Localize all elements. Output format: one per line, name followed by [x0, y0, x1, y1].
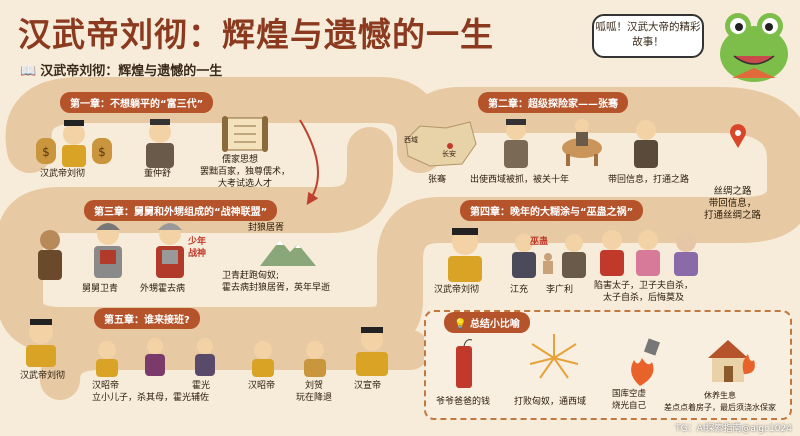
fireworks-icon	[529, 334, 579, 379]
lightbulb-icon: 💡	[454, 319, 467, 330]
emperor-with-moneybags-icon: $ $	[36, 120, 112, 167]
label-wudi-5: 汉武帝刘彻	[20, 371, 66, 381]
svg-text:$: $	[42, 145, 50, 159]
envoy-figure	[634, 120, 658, 168]
burning-house-icon	[708, 340, 755, 382]
dongzhongshu-figure	[146, 119, 174, 168]
map-changan-label: 长安	[442, 150, 456, 158]
chapter-5-tag: 第五章：谁来接班?	[94, 308, 200, 329]
label-fenglangjuxu: 封狼居胥	[248, 223, 285, 233]
prince-and-empress-figures	[600, 230, 698, 276]
dying-emperor-figure	[26, 319, 56, 367]
label-wudi-1: 汉武帝刘彻	[40, 169, 86, 179]
label-zhaodi-1-desc: 立小儿子，杀其母，霍光辅佐	[92, 393, 210, 403]
summary-title: 💡 总结小比喻	[444, 312, 530, 333]
label-liuhe: 刘贺 玩在降退	[296, 381, 333, 403]
jiangchong-figure	[512, 234, 536, 278]
summary-item-4: 休养生息 差点点着房子，最后须浇水保家	[664, 391, 776, 412]
label-return: 带回信息，打通之路	[608, 175, 690, 185]
label-captured: 出使西域被抓，被关十年	[470, 175, 570, 185]
map-icon	[405, 121, 477, 167]
label-liguangli: 李广利	[546, 285, 574, 295]
label-huoguang: 霍光	[192, 381, 211, 391]
page-title: 汉武帝刘彻：辉煌与遗憾的一生	[18, 15, 494, 54]
mountain-icon	[260, 240, 316, 266]
label-xuandi: 汉宣帝	[354, 381, 382, 391]
label-jiangchong: 江充	[510, 285, 529, 295]
label-zhaodi-1: 汉昭帝	[92, 381, 120, 391]
watermark: TG：AI探索指南@aigc1024	[675, 424, 792, 434]
zhaodi-mother-figure	[145, 338, 165, 376]
xiongnu-warrior-figure	[38, 230, 62, 280]
weiqing-figure	[94, 223, 122, 278]
huoqubing-figure	[156, 223, 184, 278]
summary-item-3: 国库空虚 烧光自己	[612, 389, 647, 411]
burning-jar-icon	[631, 338, 661, 386]
svg-text:$: $	[98, 145, 106, 159]
label-young-general: 少年战神	[187, 237, 206, 259]
liguangli-figure	[562, 234, 586, 278]
zhaodi-child-figure	[96, 341, 118, 377]
label-confucian-scroll: 儒家思想	[222, 155, 259, 165]
label-zhaodi-2: 汉昭帝	[248, 381, 276, 391]
old-emperor-figure	[448, 228, 482, 282]
chapter-2-tag: 第二章：超级探险家——张骞	[478, 92, 628, 113]
voodoo-doll-icon	[543, 253, 553, 274]
label-weiqing: 舅舅卫青	[82, 284, 119, 294]
label-battle-desc: 卫青赶跑匈奴; 霍去病封狼居胥，英年早逝	[222, 271, 331, 293]
book-icon: 📖	[20, 64, 37, 79]
chapter-4-tag: 第四章：晚年的大糊涂与“巫蛊之祸”	[460, 200, 644, 221]
frog-icon	[720, 13, 788, 82]
label-wugu: 巫蛊	[530, 237, 549, 247]
label-zhangqian: 张骞	[428, 175, 447, 185]
summary-item-2: 打败匈奴，通西域	[514, 397, 587, 407]
location-pin-icon	[730, 124, 746, 148]
summary-title-text: 总结小比喻	[469, 319, 520, 330]
chapter-3-tag: 第三章：舅舅和外甥组成的“战神联盟”	[84, 200, 278, 221]
chapter-1-tag: 第一章：不想躺平的“富三代”	[60, 92, 214, 113]
xuandi-figure	[356, 327, 388, 376]
summary-item-1: 爷爷爸爸的钱	[436, 397, 491, 407]
speech-bubble: 呱呱！汉武大帝的精彩故事！	[592, 14, 704, 58]
label-silk-road: 丝绸之路 带回信息， 打通丝绸之路	[704, 186, 762, 221]
zhaodi-adult-figure	[252, 341, 274, 377]
label-prince-desc: 陷害太子，卫子夫自杀， 太子自杀，后悔莫及	[594, 281, 694, 303]
label-huoqubing: 外甥霍去病	[140, 284, 186, 294]
scroll-icon	[222, 116, 268, 152]
label-wudi-4: 汉武帝刘彻	[434, 285, 480, 295]
map-xiyu-label: 西域	[404, 136, 418, 144]
liuhe-figure	[304, 341, 326, 377]
label-dongzhongshu: 董仲舒	[144, 169, 172, 179]
page-subtitle: 📖汉武帝刘彻：辉煌与遗憾的一生	[20, 60, 222, 79]
camel-rider-icon	[562, 119, 602, 166]
firecracker-icon	[456, 339, 473, 388]
zhangqian-figure	[504, 119, 528, 168]
huoguang-figure	[195, 338, 215, 376]
label-confucian-policy: 罢黜百家，独尊儒术， 大考试选人才	[200, 167, 291, 189]
subtitle-text: 汉武帝刘彻：辉煌与遗憾的一生	[40, 64, 223, 79]
